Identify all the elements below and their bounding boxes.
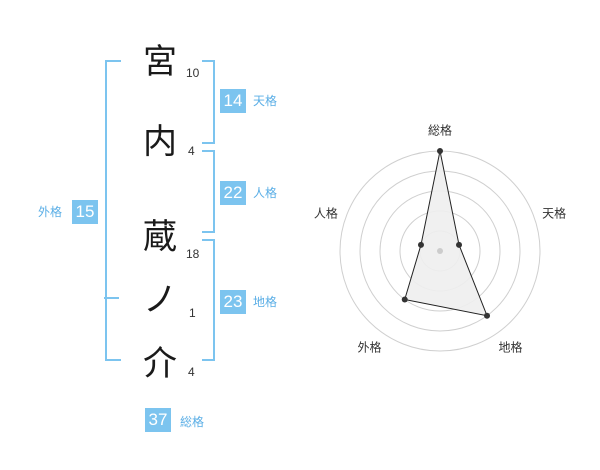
radar-data-point	[417, 241, 424, 248]
gaikaku-connector	[104, 297, 119, 299]
radar-axis-label: 人格	[314, 205, 338, 220]
tenkaku-value: 14	[220, 89, 246, 113]
chikaku-value: 23	[220, 290, 246, 314]
gaikaku-bracket	[105, 60, 121, 361]
radar-data-point	[437, 148, 443, 154]
jinkaku-label: 人格	[253, 186, 278, 200]
radar-axis-label: 天格	[542, 205, 566, 220]
radar-data-point	[401, 296, 408, 303]
soukaku-label: 総格	[180, 415, 205, 429]
stroke-count-3: 18	[186, 247, 200, 261]
name-char-3: 蔵	[143, 217, 177, 257]
soukaku-value: 37	[145, 408, 171, 432]
name-char-5: 介	[143, 344, 177, 384]
tenkaku-label: 天格	[253, 94, 278, 108]
radar-data-point	[484, 312, 491, 319]
stroke-count-4: 1	[189, 306, 196, 320]
radar-center-point	[437, 248, 443, 254]
jinkaku-bracket	[202, 150, 215, 233]
name-char-1: 宮	[143, 42, 177, 82]
radar-axis-label: 地格	[499, 340, 523, 355]
tenkaku-bracket	[202, 60, 215, 144]
radar-axis-label: 外格	[357, 340, 381, 355]
jinkaku-value: 22	[220, 181, 246, 205]
name-char-4: ノ	[143, 280, 177, 320]
name-char-2: 内	[143, 122, 177, 162]
stroke-count-1: 10	[186, 66, 200, 80]
radar-data-point	[456, 241, 463, 248]
gaikaku-value: 15	[72, 200, 98, 224]
stroke-count-5: 4	[188, 365, 195, 379]
chikaku-bracket	[202, 239, 215, 361]
stroke-count-2: 4	[188, 144, 195, 158]
radar-axis-label: 総格	[428, 123, 452, 138]
gaikaku-label: 外格	[38, 205, 63, 219]
chikaku-label: 地格	[253, 295, 278, 309]
radar-series-polygon	[404, 150, 488, 317]
